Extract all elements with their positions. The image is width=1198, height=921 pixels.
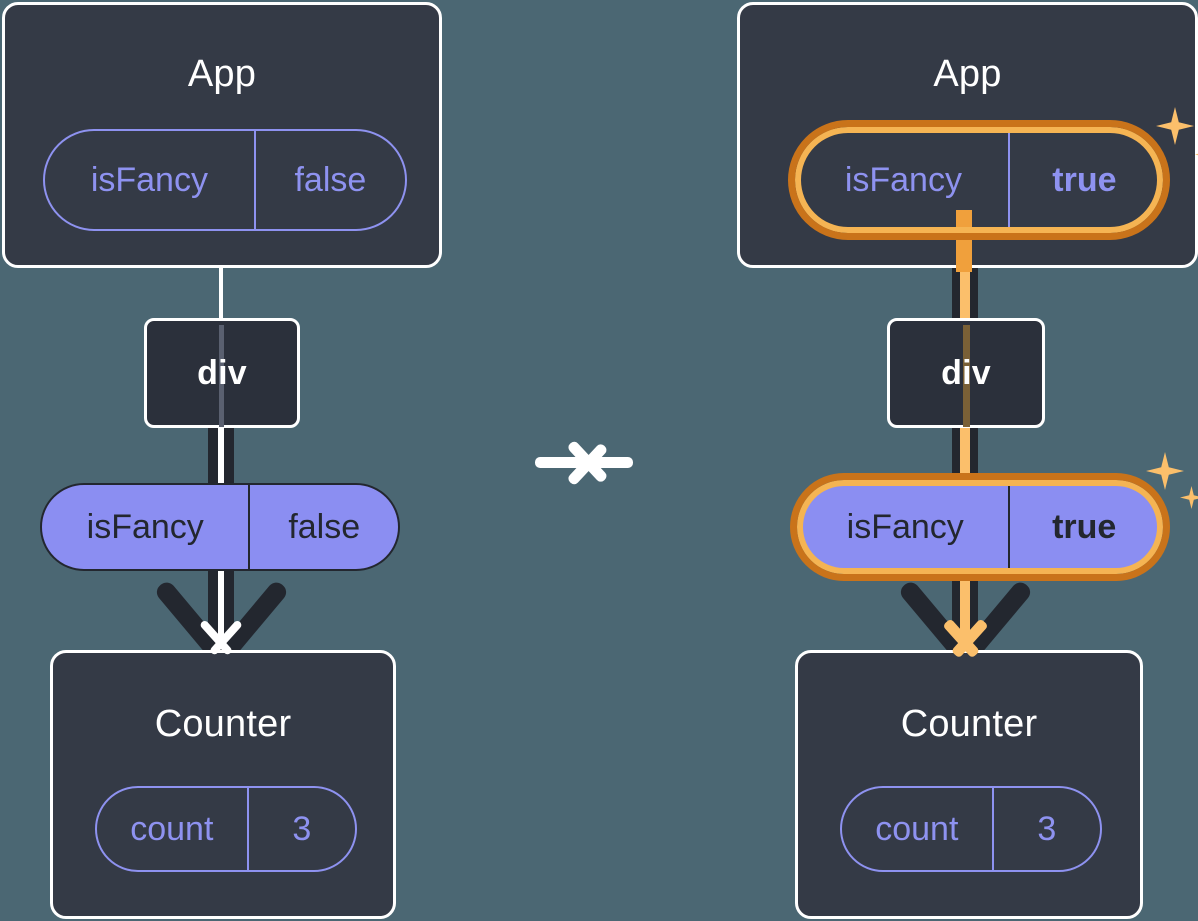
connector-app-to-div-before <box>219 265 223 321</box>
counter-state-pill-after: count 3 <box>840 786 1102 872</box>
app-state-pill-after: isFancy true <box>797 129 1161 231</box>
div-box-before: div <box>144 318 300 428</box>
prop-pill-name-after: isFancy <box>846 507 964 546</box>
counter-title-after: Counter <box>900 703 1038 745</box>
sparkle-large-icon <box>1146 452 1184 490</box>
counter-state-pill-name-after: count <box>875 809 959 848</box>
counter-state-pill-value-before: 3 <box>246 788 355 870</box>
counter-box-after: Counter count 3 <box>795 650 1143 919</box>
app-state-pill-value-before: false <box>253 131 405 229</box>
app-title-after: App <box>933 53 1002 95</box>
connector-div-to-prop-core-before <box>218 424 224 488</box>
transition-arrow <box>535 424 647 502</box>
connector-div-to-prop-core-after <box>960 424 970 488</box>
counter-state-pill-before: count 3 <box>95 786 357 872</box>
div-title-after: div <box>941 354 991 392</box>
prop-pill-sparkles-after <box>1142 450 1198 530</box>
connector-behind-div-before <box>219 325 224 427</box>
div-box-after: div <box>887 318 1045 428</box>
sparkle-large-icon <box>1156 107 1194 145</box>
app-box-after: App isFancy true <box>737 2 1198 272</box>
prop-pill-before: isFancy false <box>40 483 400 571</box>
prop-pill-value-before: false <box>248 485 398 569</box>
app-pill-sparkles-after <box>1146 105 1198 185</box>
prop-pill-name-before: isFancy <box>86 507 204 546</box>
sparkle-small-icon <box>1195 143 1198 166</box>
prop-pill-value-after: true <box>1008 485 1158 569</box>
app-state-pill-name-before: isFancy <box>90 160 208 199</box>
app-box-before: App isFancy false <box>2 2 442 268</box>
div-title-before: div <box>197 354 247 392</box>
counter-box-before: Counter count 3 <box>50 650 396 919</box>
connector-prop-to-counter-core-before <box>218 566 224 648</box>
counter-title-before: Counter <box>154 703 292 745</box>
app-state-pill-before: isFancy false <box>43 129 407 231</box>
app-title-before: App <box>187 53 257 95</box>
counter-state-pill-value-after: 3 <box>991 788 1100 870</box>
sparkle-small-icon <box>1180 486 1198 509</box>
app-state-pill-value-after: true <box>1007 131 1159 229</box>
counter-state-pill-name-before: count <box>130 809 214 848</box>
connector-behind-div-after <box>963 325 970 427</box>
prop-pill-after: isFancy true <box>800 483 1160 571</box>
connector-prop-to-counter-core-after <box>960 566 970 648</box>
app-state-pill-name-after: isFancy <box>844 160 962 199</box>
